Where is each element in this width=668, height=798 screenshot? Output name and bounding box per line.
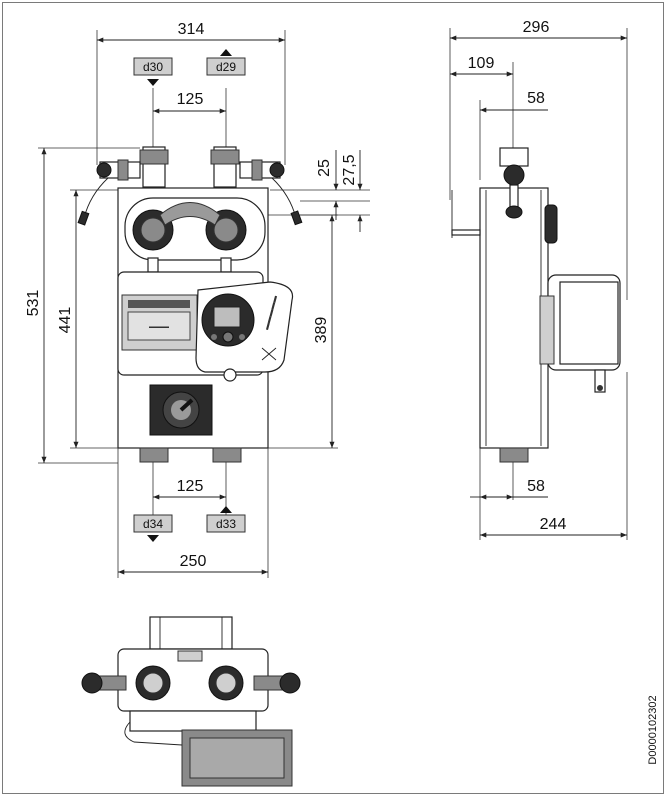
dim-offset-b: 27,5: [341, 154, 358, 185]
tag-box-d33: [206, 514, 246, 533]
dim-pipe-spacing-top: 125: [177, 91, 204, 108]
dim-total-height: 531: [25, 290, 42, 317]
dim-offset-a: 25: [316, 159, 333, 177]
dim-pipe-spacing-bottom: 125: [177, 478, 204, 495]
arrow-down-icon: [147, 79, 159, 86]
arrow-up-icon: [220, 49, 232, 56]
dim-depth-c: 58: [527, 478, 545, 495]
pump-display: [213, 306, 241, 328]
tag-box-d34: [133, 514, 173, 533]
document-id: D0000102302: [647, 695, 659, 764]
top-view: [81, 616, 301, 787]
arrow-down-icon: [147, 535, 159, 542]
dim-width-top: 314: [178, 21, 205, 38]
dim-depth-total: 296: [523, 19, 550, 36]
front-view: 314 d30 d29 125 531 441 389: [25, 21, 370, 578]
pipe-nut-left: [139, 149, 169, 165]
tag-d33: d33: [216, 517, 236, 531]
dim-body-height: 441: [57, 307, 74, 334]
side-housing: [479, 187, 549, 449]
arrow-up-icon: [220, 506, 232, 513]
dim-pump-height: 389: [313, 317, 330, 344]
dim-depth-a: 109: [468, 55, 495, 72]
svg-text:▬▬▬▬: ▬▬▬▬: [149, 324, 169, 330]
side-view: 296 109 58 58: [449, 19, 628, 540]
valve-left-icon: [96, 162, 112, 178]
dim-depth-bottom: 244: [540, 516, 567, 533]
top-valve-left-icon: [81, 672, 103, 694]
valve-right-icon: [269, 162, 285, 178]
pipe-nut-right: [210, 149, 240, 165]
tag-box-d30: [133, 57, 173, 76]
top-valve-right-icon: [279, 672, 301, 694]
tag-box-d29: [206, 57, 246, 76]
dim-depth-b: 58: [527, 90, 545, 107]
side-valve-icon: [503, 164, 525, 186]
tag-d30: d30: [143, 60, 163, 74]
tag-d29: d29: [216, 60, 236, 74]
dim-width-bottom: 250: [180, 553, 207, 570]
tag-d34: d34: [143, 517, 163, 531]
